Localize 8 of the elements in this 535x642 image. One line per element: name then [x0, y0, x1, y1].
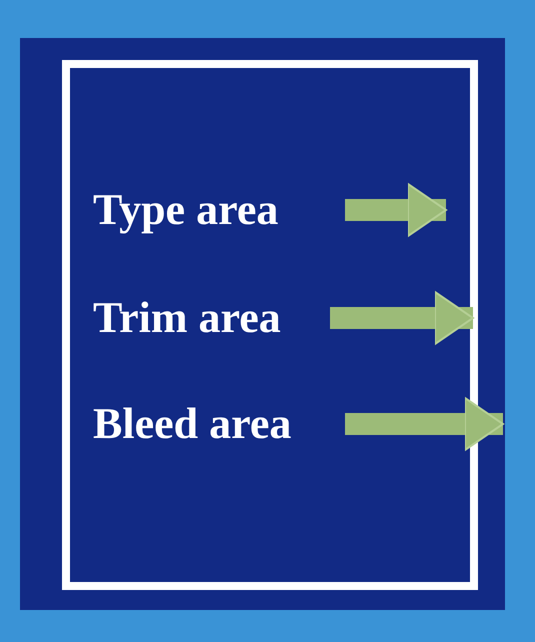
- block-arrow: [345, 397, 504, 451]
- type-area-frame: [62, 60, 478, 590]
- area-label: Trim area: [93, 292, 330, 344]
- block-arrow: [345, 183, 447, 237]
- area-label: Type area: [93, 184, 345, 236]
- area-label: Bleed area: [93, 398, 345, 450]
- block-arrow: [330, 291, 474, 345]
- trim-area-box: [20, 38, 505, 610]
